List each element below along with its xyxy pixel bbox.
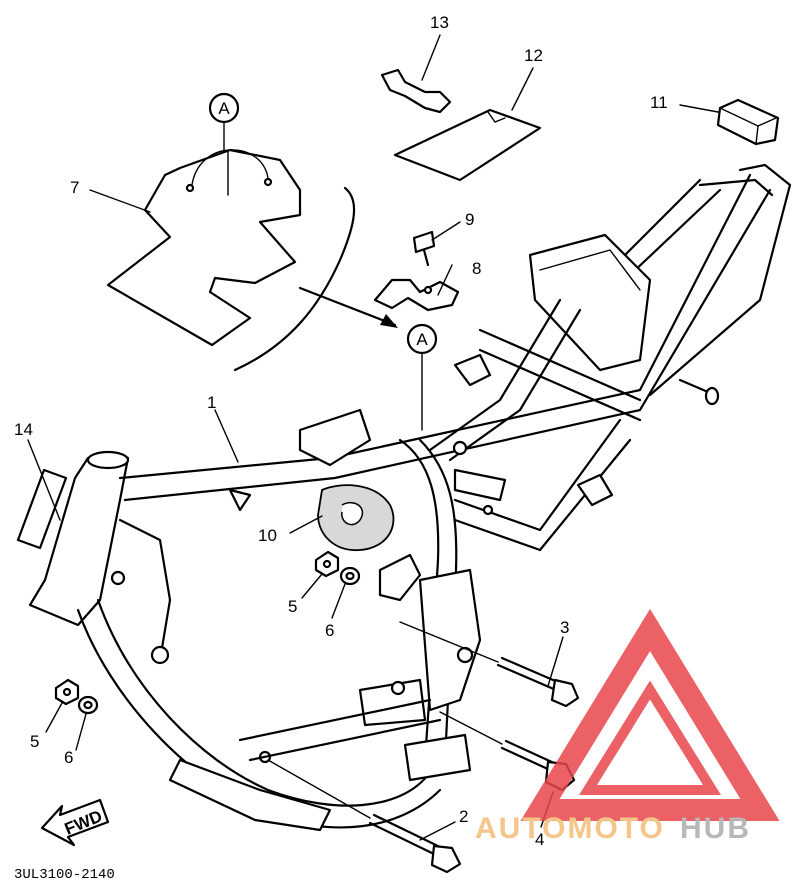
callout-5-lower: 5 [30,732,39,751]
fwd-arrow: FWD [40,798,110,847]
callout-8: 8 [472,259,481,278]
callout-10: 10 [258,526,277,545]
callout-12: 12 [524,46,543,65]
part-2-bolt [267,759,462,874]
watermark-triangle [520,608,780,821]
callout-9: 9 [465,210,474,229]
callout-3: 3 [560,618,569,637]
part-11-rubber-block [716,98,780,146]
callout-14: 14 [14,420,33,439]
callout-2: 2 [459,807,468,826]
leader-lines [27,34,719,841]
part-8-bracket [373,278,460,312]
watermark-text-primary: AUTOMOTO [475,812,665,845]
callout-6-upper: 6 [325,621,334,640]
watermark-text-secondary: HUB [680,812,751,845]
part-13-strap [380,68,452,114]
callout-5-upper: 5 [288,597,297,616]
detail-marker-a-bottom-label: A [416,330,428,349]
diagram-code: 3UL3100-2140 [14,867,115,883]
part-14-label [16,468,68,550]
callout-13: 13 [430,13,449,32]
callout-4: 4 [535,830,544,849]
part-9-bolt [412,230,436,267]
callout-6-lower: 6 [64,748,73,767]
detail-marker-a-top [208,92,240,124]
part-12-document-bag [393,108,542,182]
watermark-logo [520,608,780,821]
detail-marker-a-top-label: A [218,99,230,118]
callout-1: 1 [207,393,216,412]
callout-7: 7 [70,178,79,197]
part-10-foam-pad [317,484,395,551]
part-6-washer-upper [339,566,361,586]
part-3-bolt [399,621,580,708]
part-6-washer-lower [77,695,99,715]
watermark-triangle-inner [579,680,721,795]
part-1-frame [28,163,792,832]
detail-arrow [298,286,397,327]
part-7-cover-plate [106,148,302,347]
detail-arrow-head [380,314,398,328]
callout-labels: 1 2 3 4 5 6 5 6 7 8 9 10 11 12 13 14 [14,13,668,849]
detail-bracket [233,186,356,372]
part-5-nut-upper [314,550,340,578]
part-5-nut-lower [54,678,80,706]
callout-11: 11 [650,93,668,112]
